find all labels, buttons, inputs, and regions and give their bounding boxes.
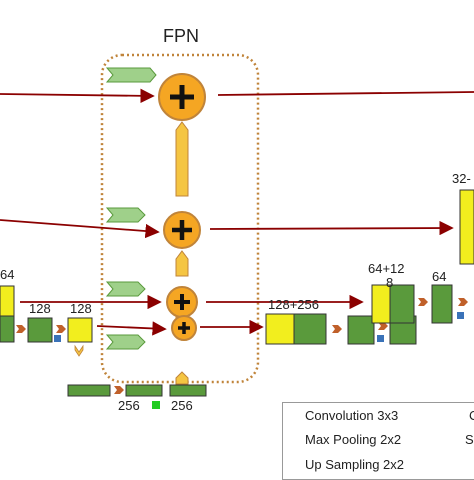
dec-yellow-1 bbox=[265, 313, 295, 345]
label-64-right: 64 bbox=[432, 269, 447, 284]
fpn-tag-2 bbox=[105, 207, 146, 223]
arrow-out-1 bbox=[217, 91, 474, 96]
dec-blue-square-1 bbox=[377, 335, 384, 342]
arrow-in-4 bbox=[96, 321, 167, 336]
left-chevron-1 bbox=[16, 325, 26, 333]
label-256-b: 256 bbox=[171, 398, 193, 413]
label-128-b: 128 bbox=[70, 301, 92, 316]
dec-green-1 bbox=[293, 313, 327, 345]
dec-yellow-2 bbox=[371, 284, 391, 324]
plus-node-1 bbox=[158, 73, 206, 121]
legend-max-pooling: Max Pooling 2x2 bbox=[305, 432, 402, 447]
bottom-chevron-1 bbox=[114, 386, 124, 394]
label-128-a: 128 bbox=[29, 301, 51, 316]
arrow-in-1 bbox=[0, 88, 155, 104]
up-connector-4 bbox=[175, 371, 189, 385]
dec-green-4 bbox=[389, 284, 415, 324]
dec-green-5 bbox=[431, 284, 453, 324]
arrow-out-2 bbox=[209, 220, 454, 236]
legend-cut-arrow-item: S bbox=[465, 432, 474, 447]
dec-chevron-1 bbox=[332, 325, 342, 333]
dec-yellow-top bbox=[459, 189, 474, 265]
fpn-boundary bbox=[100, 53, 260, 384]
label-128-256: 128+256 bbox=[268, 297, 319, 312]
dec-chevron-3 bbox=[418, 298, 428, 306]
label-64-left: 64 bbox=[0, 267, 15, 282]
label-256-a: 256 bbox=[118, 398, 140, 413]
fpn-title: FPN bbox=[163, 26, 199, 46]
left-pool-marker-2 bbox=[74, 344, 84, 357]
label-64-12-line2: 8 bbox=[386, 275, 394, 290]
plus-node-2 bbox=[163, 211, 201, 249]
bottom-bright-square bbox=[152, 401, 160, 409]
dec-chevron-4 bbox=[458, 298, 468, 306]
label-64-12-line1: 64+12 bbox=[368, 261, 405, 276]
bottom-green-bar-2 bbox=[125, 384, 163, 397]
legend-box: Convolution 3x3 Max Pooling 2x2 Up Sampl… bbox=[282, 402, 474, 480]
left-green-block-1 bbox=[0, 315, 15, 343]
fpn-tag-3 bbox=[105, 281, 146, 297]
bottom-green-bar-3 bbox=[169, 384, 207, 397]
fpn-tag-4 bbox=[105, 334, 146, 350]
left-blue-square-1 bbox=[54, 335, 61, 342]
arrow-in-2 bbox=[0, 219, 160, 239]
plus-node-4 bbox=[171, 315, 197, 341]
dec-chevron-2 bbox=[378, 322, 388, 330]
legend-convolution: Convolution 3x3 bbox=[305, 408, 399, 423]
dec-green-2 bbox=[347, 315, 375, 345]
left-green-block-2 bbox=[27, 317, 53, 343]
dec-blue-square-2 bbox=[457, 312, 464, 319]
left-chevron-2 bbox=[56, 325, 66, 333]
legend-cut-item: C bbox=[469, 408, 474, 423]
left-yellow-block-2 bbox=[67, 317, 93, 343]
legend-up-sampling: Up Sampling 2x2 bbox=[305, 457, 404, 472]
label-32-top: 32- bbox=[452, 171, 471, 186]
bottom-green-bar-1 bbox=[67, 384, 111, 397]
up-connector-1 bbox=[175, 121, 189, 197]
fpn-tag-1 bbox=[105, 67, 157, 83]
up-connector-2 bbox=[175, 250, 189, 277]
plus-node-3 bbox=[166, 286, 198, 318]
